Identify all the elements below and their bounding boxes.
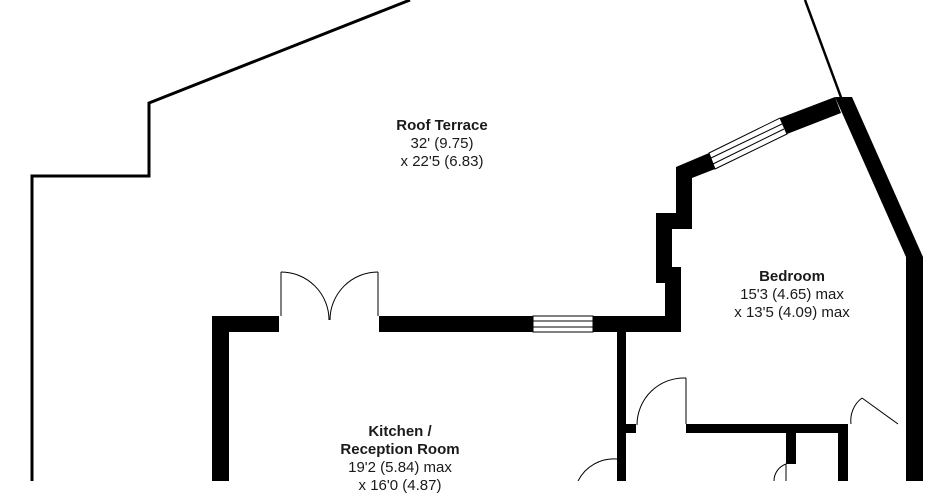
bedroom-window (708, 117, 788, 170)
kitchen-window (532, 315, 594, 333)
bedroom-west-wall-step5 (665, 267, 681, 332)
bathroom-door (850, 397, 899, 425)
hall-stub (626, 424, 636, 433)
kitchen-north-wall-right (379, 316, 533, 332)
bedroom-east-wall (835, 97, 923, 257)
bedroom-label: Bedroom 15'3 (4.65) max x 13'5 (4.09) ma… (692, 268, 892, 322)
kitchen-dim-1: 19'2 (5.84) max (348, 459, 452, 476)
kitchen-door (577, 458, 618, 481)
terrace-double-door (280, 271, 379, 321)
bedroom-north-wall-right (780, 97, 841, 134)
kitchen-label: Kitchen / Reception Room 19'2 (5.84) max… (300, 423, 500, 495)
bathroom-divider-wall-1 (786, 424, 796, 464)
kitchen-north-wall-far (593, 316, 681, 332)
roof-terrace-edge (803, 0, 844, 101)
kitchen-dim-2: x 16'0 (4.87) (358, 477, 442, 494)
kitchen-west-wall (212, 316, 229, 481)
bedroom-dim-1: 15'3 (4.65) max (740, 286, 844, 303)
bedroom-walls (656, 97, 923, 481)
bedroom-name: Bedroom (759, 268, 825, 285)
kitchen-walls (212, 316, 848, 481)
roof-terrace-outline (30, 0, 411, 481)
floor-plan (30, 0, 923, 481)
bedroom-dim-2: x 13'5 (4.09) max (734, 304, 850, 321)
kitchen-name-line-2: Reception Room (340, 441, 460, 458)
roof-terrace-dim-2: x 22'5 (6.83) (400, 153, 484, 170)
bathroom-divider-wall-2 (838, 424, 848, 481)
bedroom-west-wall-step3 (656, 213, 672, 283)
roof-terrace-dim-1: 32' (9.75) (410, 135, 474, 152)
kitchen-east-wall (617, 316, 626, 481)
roof-terrace-name: Roof Terrace (396, 117, 488, 134)
kitchen-north-wall-left (212, 316, 279, 332)
bathroom-north-wall (686, 424, 848, 433)
bathroom-small-door (773, 463, 787, 481)
bedroom-east-lower-wall (906, 257, 923, 481)
bedroom-door (636, 377, 687, 426)
roof-terrace-label: Roof Terrace 32' (9.75) x 22'5 (6.83) (342, 117, 542, 171)
bedroom-west-wall-step1 (676, 167, 692, 217)
kitchen-name-line-1: Kitchen / (368, 423, 432, 440)
